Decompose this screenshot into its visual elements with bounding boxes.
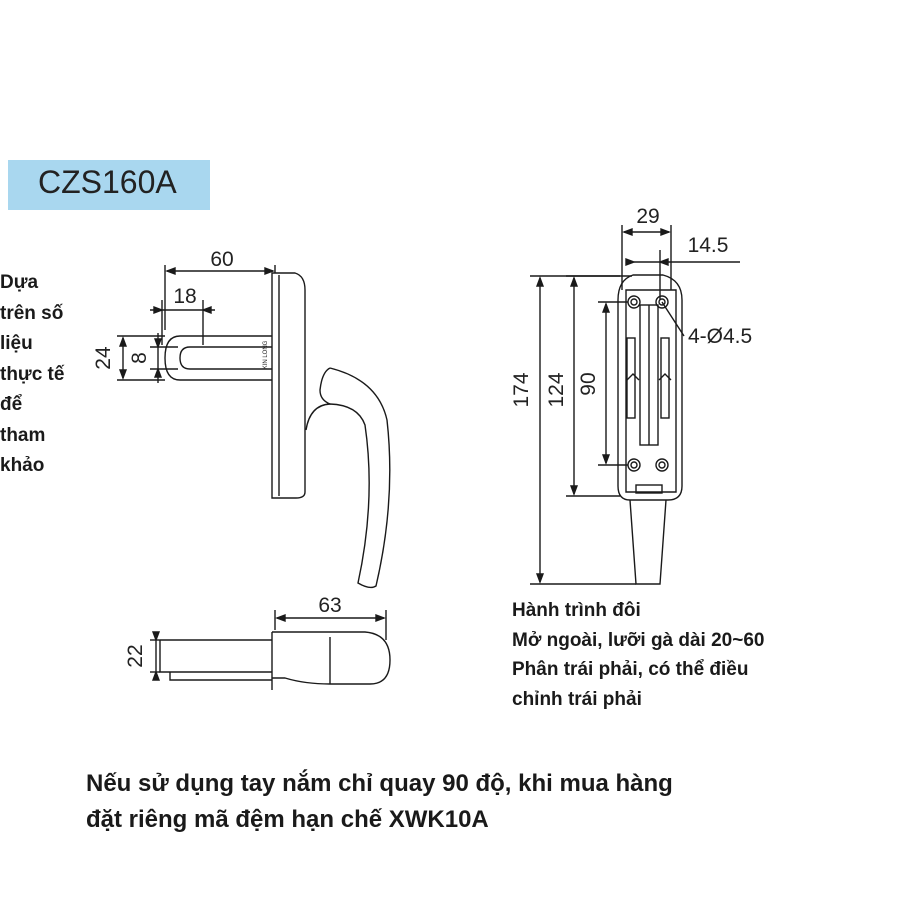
bottom-view bbox=[150, 610, 391, 690]
spec-notes: Hành trình đôi Mở ngoài, lưỡi gà dài 20~… bbox=[512, 596, 764, 714]
front-view bbox=[530, 225, 740, 585]
spec-note-line: Mở ngoài, lưỡi gà dài 20~60 bbox=[512, 629, 765, 651]
dim-90: 90 bbox=[577, 372, 600, 395]
dim-8: 8 bbox=[128, 352, 151, 364]
dim-holes: 4-Ø4.5 bbox=[688, 325, 752, 348]
dim-29: 29 bbox=[636, 205, 659, 228]
reference-note-line: trên số bbox=[0, 302, 64, 324]
dim-60: 60 bbox=[210, 248, 233, 271]
model-code: CZS160A bbox=[38, 164, 177, 200]
footer-note-line: đặt riêng mã đệm hạn chế XWK10A bbox=[86, 806, 489, 833]
model-label-box: CZS160A bbox=[8, 160, 210, 210]
reference-note-line: để bbox=[0, 394, 23, 415]
reference-note-line: tham bbox=[0, 424, 46, 446]
dim-124: 124 bbox=[545, 372, 568, 407]
spec-note-line: Phân trái phải, có thể điều bbox=[512, 659, 749, 680]
dim-24: 24 bbox=[92, 346, 115, 370]
footer-note-line: Nếu sử dụng tay nắm chỉ quay 90 độ, khi … bbox=[86, 770, 673, 797]
spec-note-line: chỉnh trái phải bbox=[512, 688, 642, 710]
reference-note: Dựa trên số liệu thực tế để tham khảo bbox=[0, 268, 82, 482]
dim-174: 174 bbox=[510, 372, 533, 407]
brand-mark: KIN LONG bbox=[263, 340, 269, 369]
side-view bbox=[117, 265, 391, 589]
reference-note-line: thực tế bbox=[0, 363, 65, 385]
reference-note-line: Dựa bbox=[0, 272, 39, 293]
footer-note: Nếu sử dụng tay nắm chỉ quay 90 độ, khi … bbox=[86, 766, 673, 838]
dim-14-5: 14.5 bbox=[688, 234, 729, 257]
dim-63: 63 bbox=[318, 594, 341, 617]
reference-note-line: liệu bbox=[0, 333, 33, 354]
reference-note-line: khảo bbox=[0, 455, 45, 476]
spec-note-line: Hành trình đôi bbox=[512, 600, 641, 621]
dim-18: 18 bbox=[173, 285, 196, 308]
dim-22: 22 bbox=[124, 644, 147, 667]
